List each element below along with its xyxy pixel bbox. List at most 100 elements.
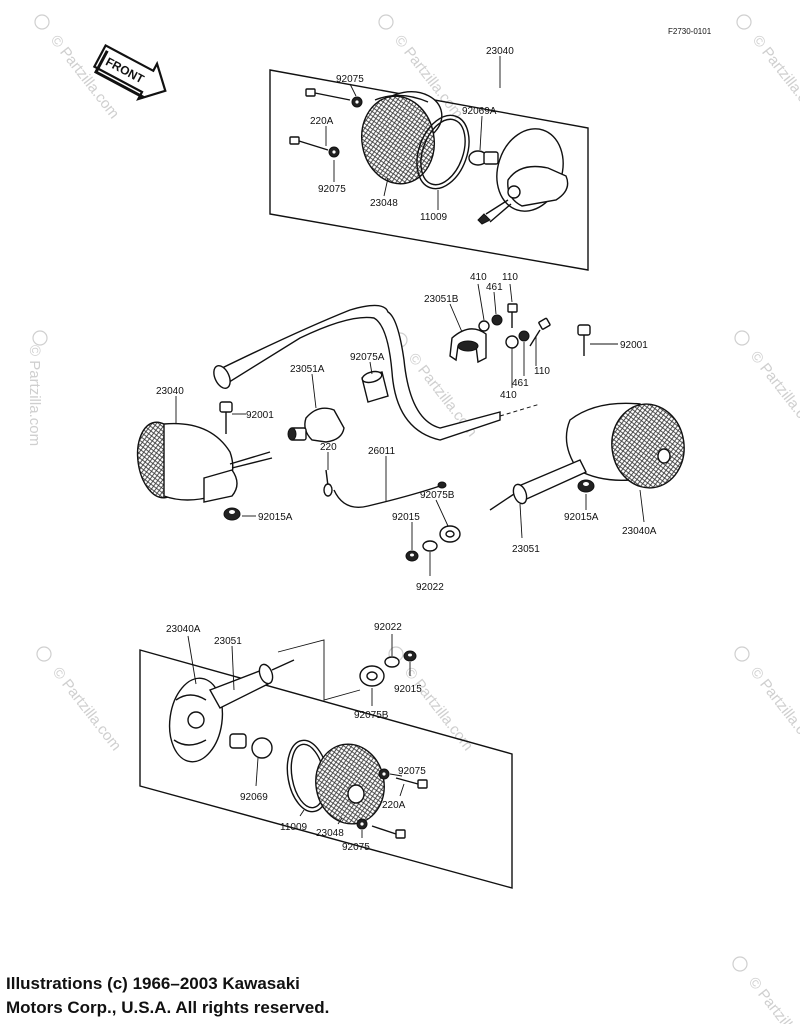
copyright-line-2: Motors Corp., U.S.A. All rights reserved…	[6, 998, 330, 1017]
nut-92075-upper	[351, 96, 363, 108]
right-turn-signal-23040a	[565, 402, 685, 489]
nut-92075-lower	[328, 146, 340, 158]
watermark-text: © Partzilla.com	[749, 32, 800, 122]
watermark-text: © Partzilla.com	[747, 348, 800, 438]
label-92075b-a: 92075B	[420, 490, 455, 501]
bracket-23051a	[287, 407, 345, 443]
label-23040-top: 23040	[486, 46, 514, 57]
nut-92075-bottom-upper	[378, 768, 390, 780]
grommet-92075b	[439, 525, 461, 543]
figure-code: F2730-0101	[668, 27, 712, 36]
washer-92022-upper	[422, 540, 438, 552]
watermark-text: © Partzilla.com	[49, 664, 125, 754]
label-92075-b: 92075	[318, 184, 346, 195]
watermark: © Partzilla.com	[388, 646, 476, 754]
bulb-92069a	[468, 150, 499, 166]
watermark: © Partzilla.com	[736, 14, 800, 122]
watermark-text: © Partzilla.com	[747, 664, 800, 754]
label-92001-left: 92001	[246, 410, 274, 421]
label-92075-a: 92075	[336, 74, 364, 85]
label-23051b: 23051B	[424, 294, 459, 305]
label-461-a: 461	[486, 282, 503, 293]
label-92069a: 92069A	[462, 106, 497, 117]
copyright-notice: Illustrations (c) 1966–2003 Kawasaki Mot…	[6, 972, 426, 1020]
lens-23048-bottom	[315, 743, 385, 825]
label-11009-b: 11009	[280, 822, 308, 833]
label-410-a: 410	[470, 272, 487, 283]
bolt-220a-bottom-upper	[395, 777, 428, 789]
part-labels: 23040 92075 220A 92069A 92075 23048 1100…	[156, 46, 657, 853]
handlebar	[213, 304, 541, 441]
bolt-220a-upper	[305, 88, 351, 101]
clamp-23051b	[449, 328, 487, 364]
label-220a-a: 220A	[310, 116, 334, 127]
label-23048-a: 23048	[370, 198, 398, 209]
nut-92075-bottom-lower	[356, 818, 368, 830]
housing-top	[477, 128, 569, 225]
label-92015a-left: 92015A	[258, 512, 293, 523]
nut-92015-bottom	[403, 650, 417, 662]
label-220a-b: 220A	[382, 800, 406, 811]
copyright-line-1: Illustrations (c) 1966–2003 Kawasaki	[6, 974, 300, 993]
bolt-92001-left	[219, 401, 233, 434]
label-92022-b: 92022	[374, 622, 402, 633]
nut-92015a-right	[577, 479, 595, 493]
watermark: © Partzilla.com	[26, 330, 48, 446]
watermark: © Partzilla.com	[732, 956, 800, 1024]
label-92022-a: 92022	[416, 582, 444, 593]
washer-92022-bottom	[384, 656, 400, 668]
bolt-220	[323, 469, 333, 497]
watermark: © Partzilla.com	[734, 646, 800, 754]
label-23040a-right: 23040A	[622, 526, 657, 537]
lens-23048-top	[361, 91, 443, 185]
bolt-220a-bottom-lower	[371, 825, 406, 839]
label-92075-c: 92075	[398, 766, 426, 777]
watermark: © Partzilla.com	[734, 330, 800, 438]
wire-harness-26011	[333, 481, 447, 508]
nut-92015-upper	[405, 550, 419, 562]
watermark-text: © Partzilla.com	[47, 32, 123, 122]
label-92075b-b: 92075B	[354, 710, 389, 721]
assembly-frame	[139, 649, 513, 889]
label-410-b: 410	[500, 390, 517, 401]
label-92075a: 92075A	[350, 352, 385, 363]
label-220: 220	[320, 442, 337, 453]
housing-bottom	[168, 669, 269, 763]
bolt-220a-lower	[289, 136, 329, 151]
label-11009-a: 11009	[420, 212, 448, 223]
label-23051-a: 23051	[512, 544, 540, 555]
label-23040a-bottom: 23040A	[166, 624, 201, 635]
leader-lines	[175, 56, 645, 838]
label-23048-b: 23048	[316, 828, 344, 839]
grommet-92075b-bottom	[359, 665, 385, 687]
watermark-text: © Partzilla.com	[745, 974, 800, 1024]
stem-23051-bottom	[258, 659, 295, 685]
label-23040-left: 23040	[156, 386, 184, 397]
spacer-92075a	[361, 370, 389, 403]
bulb-92069	[229, 733, 273, 759]
watermark-text: © Partzilla.com	[26, 345, 43, 446]
label-92069: 92069	[240, 792, 268, 803]
label-26011: 26011	[368, 446, 396, 457]
assembly-frame	[269, 69, 589, 271]
label-461-b: 461	[512, 378, 529, 389]
label-23051a: 23051A	[290, 364, 325, 375]
label-92075-d: 92075	[342, 842, 370, 853]
label-92015-a: 92015	[392, 512, 420, 523]
stem-23051	[489, 459, 587, 511]
upper-hardware-stack	[478, 303, 551, 349]
label-92015a-right: 92015A	[564, 512, 599, 523]
bottom-turn-signal-assembly	[139, 639, 513, 889]
label-92015-b: 92015	[394, 684, 422, 695]
watermark: © Partzilla.com	[36, 646, 125, 754]
left-turn-signal-23040	[136, 421, 273, 503]
label-110-b: 110	[534, 366, 550, 377]
gasket-11009-top	[416, 114, 470, 190]
label-92001-right: 92001	[620, 340, 648, 351]
top-turn-signal-assembly	[269, 69, 589, 271]
label-110-a: 110	[502, 272, 518, 283]
front-arrow: FRONT	[92, 43, 167, 101]
label-23051-b: 23051	[214, 636, 242, 647]
bolt-92001-right	[577, 324, 591, 356]
